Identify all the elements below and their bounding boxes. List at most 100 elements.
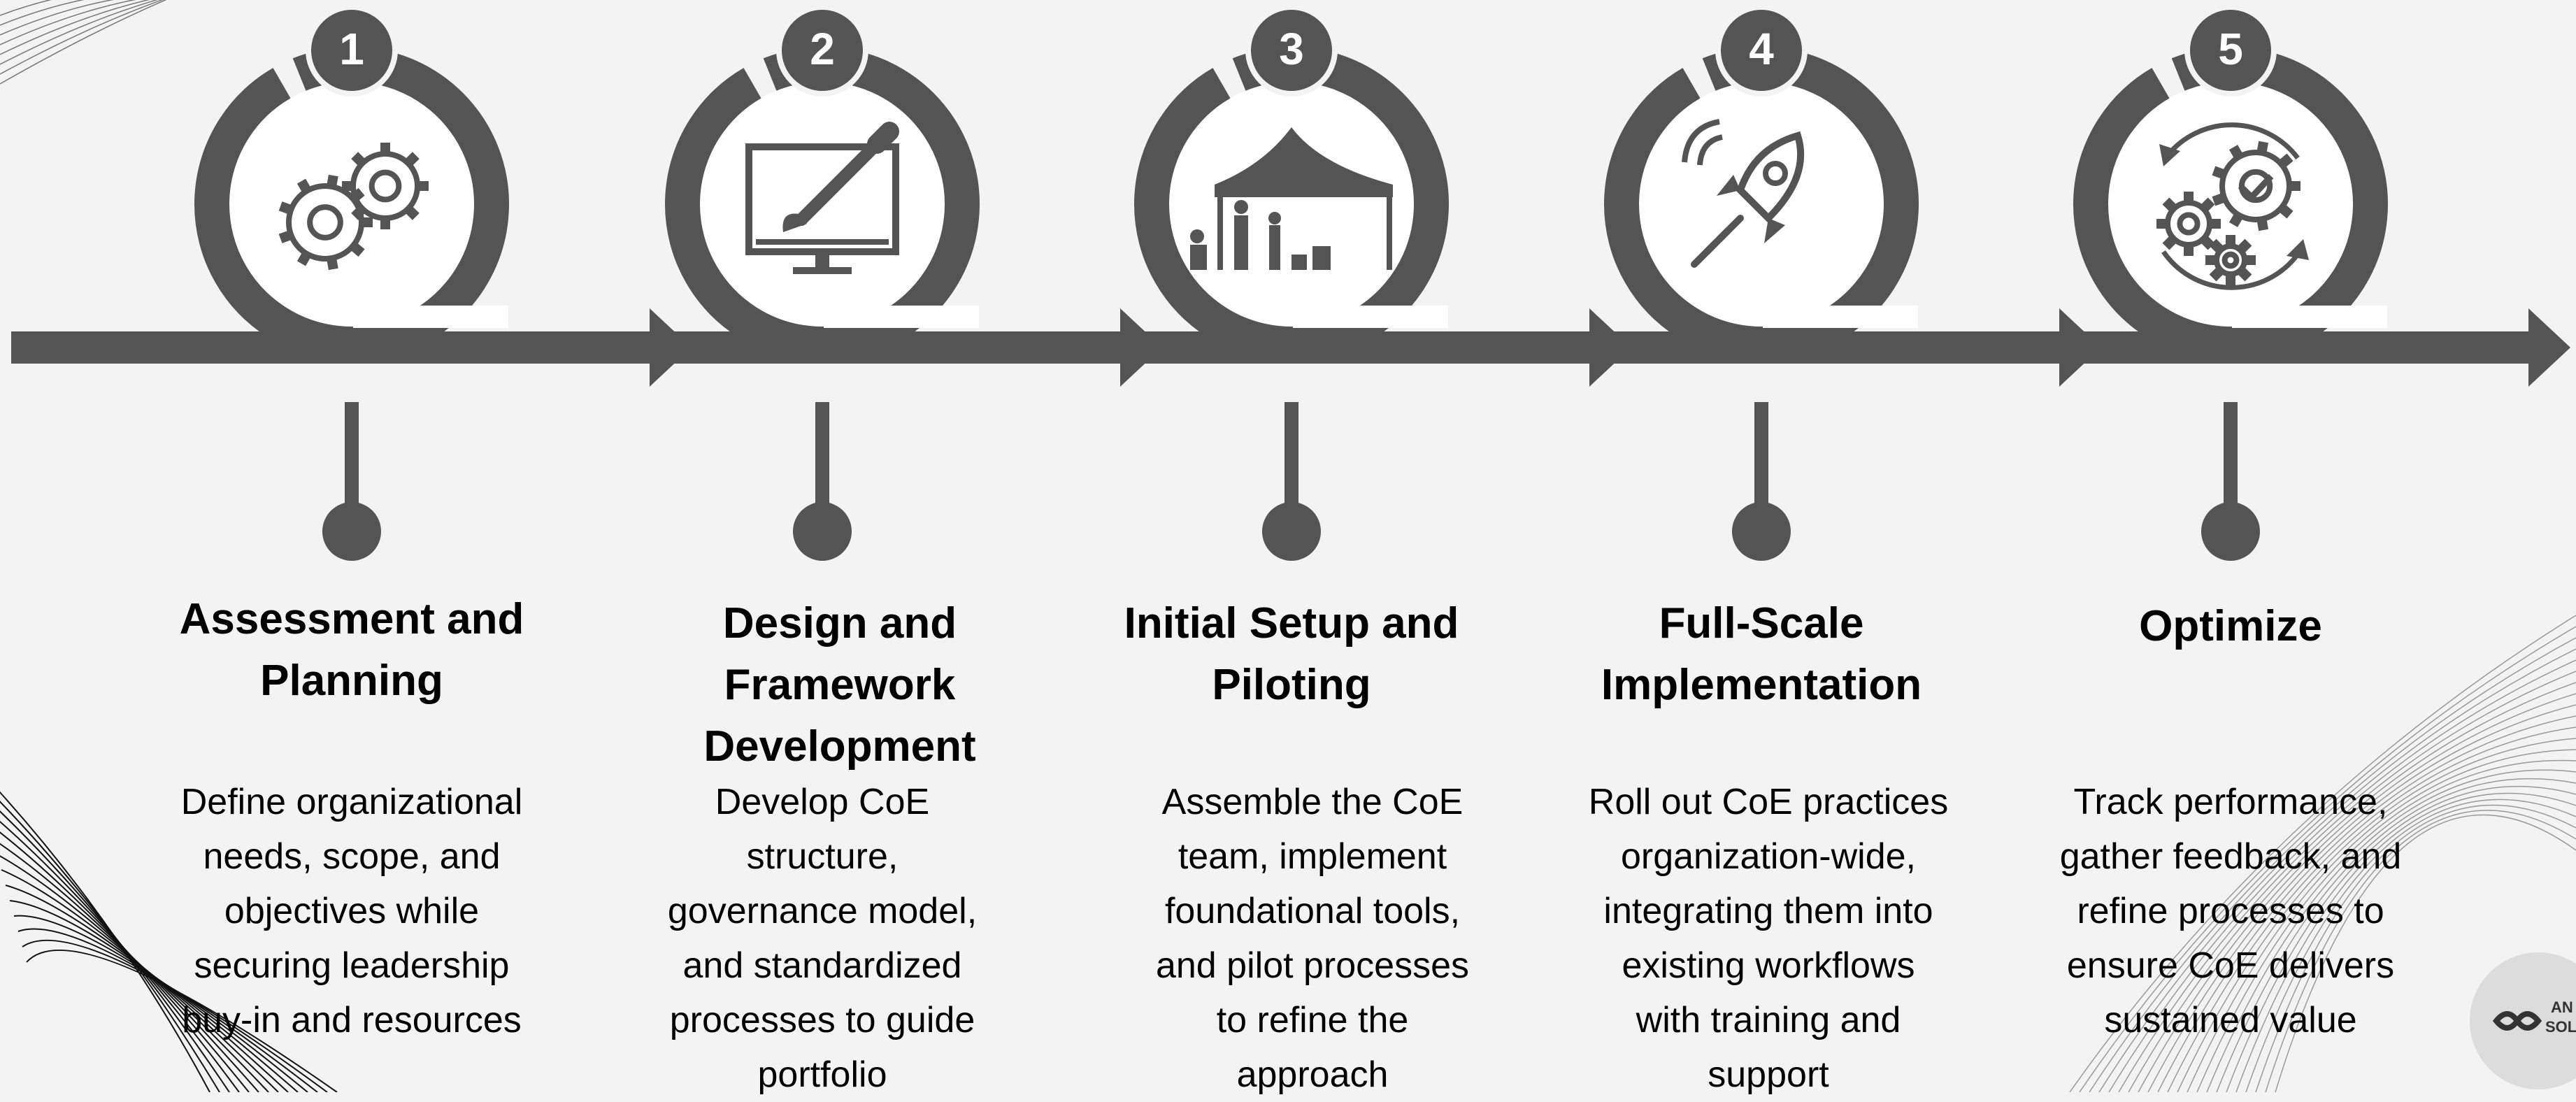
rocket-window bbox=[1763, 161, 1788, 186]
step-number: 4 bbox=[1749, 24, 1774, 74]
step-title-line: Assessment and bbox=[179, 595, 524, 643]
step-number-badge bbox=[776, 4, 868, 96]
decor-curve bbox=[0, 0, 159, 65]
box bbox=[1312, 246, 1331, 270]
person-head bbox=[1268, 212, 1281, 224]
decor-curve bbox=[2245, 799, 2576, 1092]
step-description-line: Develop CoE bbox=[715, 782, 930, 822]
step-number-badge bbox=[306, 4, 398, 96]
arrow-tab bbox=[1293, 306, 1448, 328]
connector-dot bbox=[1262, 502, 1321, 561]
step-description-line: ensure CoE delivers bbox=[2066, 945, 2395, 986]
step-ring bbox=[1604, 47, 1919, 362]
decor-curve bbox=[0, 0, 85, 26]
logo-text: AN bbox=[2551, 999, 2573, 1016]
step-description-line: support bbox=[1708, 1054, 1829, 1095]
step-description-line: with training and bbox=[1636, 1000, 1901, 1040]
step-ring bbox=[1134, 47, 1449, 362]
exhaust-line bbox=[1691, 240, 1719, 268]
rocket-fin bbox=[1764, 218, 1785, 243]
decor-curve bbox=[2167, 727, 2576, 1092]
arrow-head bbox=[2528, 308, 2570, 387]
decor-curve bbox=[2089, 637, 2576, 1092]
gear-icon bbox=[2212, 141, 2300, 231]
step-description-line: Define organizational bbox=[180, 782, 523, 822]
decor-curve bbox=[2196, 759, 2576, 1092]
brush-tip bbox=[782, 213, 807, 232]
step-description-line: and pilot processes bbox=[1155, 945, 1470, 986]
tent-canopy bbox=[1215, 127, 1393, 197]
decor-curve bbox=[2079, 626, 2576, 1092]
step-title-line: Design and bbox=[722, 599, 957, 647]
gears-cycle-check-icon bbox=[2156, 122, 2309, 290]
rocket-icon bbox=[1682, 119, 1805, 268]
icon-circle bbox=[229, 82, 474, 327]
rocket-fin bbox=[1717, 175, 1740, 196]
icon-circle bbox=[1169, 82, 1414, 327]
logo-circle bbox=[2470, 952, 2576, 1089]
step-number: 1 bbox=[339, 24, 364, 74]
step-description-line: buy-in and resources bbox=[182, 1000, 522, 1040]
decor-curve bbox=[2216, 778, 2576, 1092]
rocket-body bbox=[1736, 131, 1805, 224]
decor-curve bbox=[26, 950, 338, 1092]
decor-curve bbox=[0, 0, 52, 16]
step-description-line: securing leadership bbox=[194, 945, 510, 986]
step-description-line: governance model, bbox=[667, 891, 978, 931]
person-body bbox=[1234, 215, 1248, 270]
cycle-arrow bbox=[2161, 249, 2303, 290]
decor-curve bbox=[2128, 682, 2576, 1092]
decor-curve bbox=[2108, 659, 2576, 1092]
decor-curve bbox=[0, 0, 164, 75]
gear-icon bbox=[2156, 192, 2221, 256]
step-title-line: Optimize bbox=[2139, 602, 2322, 650]
decor-curve bbox=[2157, 715, 2576, 1092]
paintbrush bbox=[795, 138, 883, 226]
step-number-badge bbox=[1245, 4, 1338, 96]
step-description-line: Track performance, bbox=[2073, 782, 2388, 822]
person-head bbox=[1190, 229, 1204, 243]
step-description-line: approach bbox=[1236, 1054, 1389, 1095]
step-description-line: and standardized bbox=[682, 945, 962, 986]
step-description-line: sustained value bbox=[2104, 1000, 2357, 1040]
step-ring bbox=[2073, 47, 2388, 362]
connector-dot bbox=[2201, 502, 2260, 561]
check-mark bbox=[2238, 173, 2274, 202]
decor-curve bbox=[2147, 704, 2576, 1092]
decor-curve bbox=[0, 0, 114, 36]
step-title-line: Planning bbox=[260, 657, 443, 705]
step-description-line: Assemble the CoE bbox=[1161, 782, 1464, 822]
monitor-paintbrush-icon bbox=[745, 122, 899, 274]
decor-curve bbox=[2118, 671, 2576, 1092]
decor-curve bbox=[2177, 738, 2576, 1092]
step-title-line: Piloting bbox=[1212, 661, 1371, 709]
step-number: 3 bbox=[1279, 24, 1304, 74]
decor-curve bbox=[2226, 785, 2576, 1092]
step-title-line: Development bbox=[703, 722, 976, 771]
step-4: 4 bbox=[1540, 4, 2101, 561]
step-title: Optimize bbox=[2035, 596, 2426, 657]
tent-pole bbox=[1387, 197, 1392, 270]
arrowhead bbox=[2159, 144, 2180, 166]
step-3: 3 bbox=[1071, 4, 1631, 561]
gear-icon bbox=[342, 143, 429, 229]
person-body bbox=[1269, 225, 1280, 270]
step-title-line: Implementation bbox=[1601, 661, 1922, 709]
arrow-tab bbox=[824, 306, 979, 328]
step-description-line: integrating them into bbox=[1603, 891, 1933, 931]
step-description-line: Roll out CoE practices bbox=[1588, 782, 1949, 822]
step-number: 2 bbox=[810, 24, 835, 74]
monitor-base bbox=[793, 267, 852, 274]
step-title-line: Initial Setup and bbox=[1124, 599, 1459, 647]
step-description-line: refine processes to bbox=[2077, 891, 2384, 931]
tent-setup-icon bbox=[1190, 127, 1393, 270]
step-ring bbox=[665, 47, 980, 362]
box bbox=[1291, 255, 1307, 270]
person-body bbox=[1190, 245, 1207, 270]
decor-curve bbox=[2098, 648, 2576, 1092]
